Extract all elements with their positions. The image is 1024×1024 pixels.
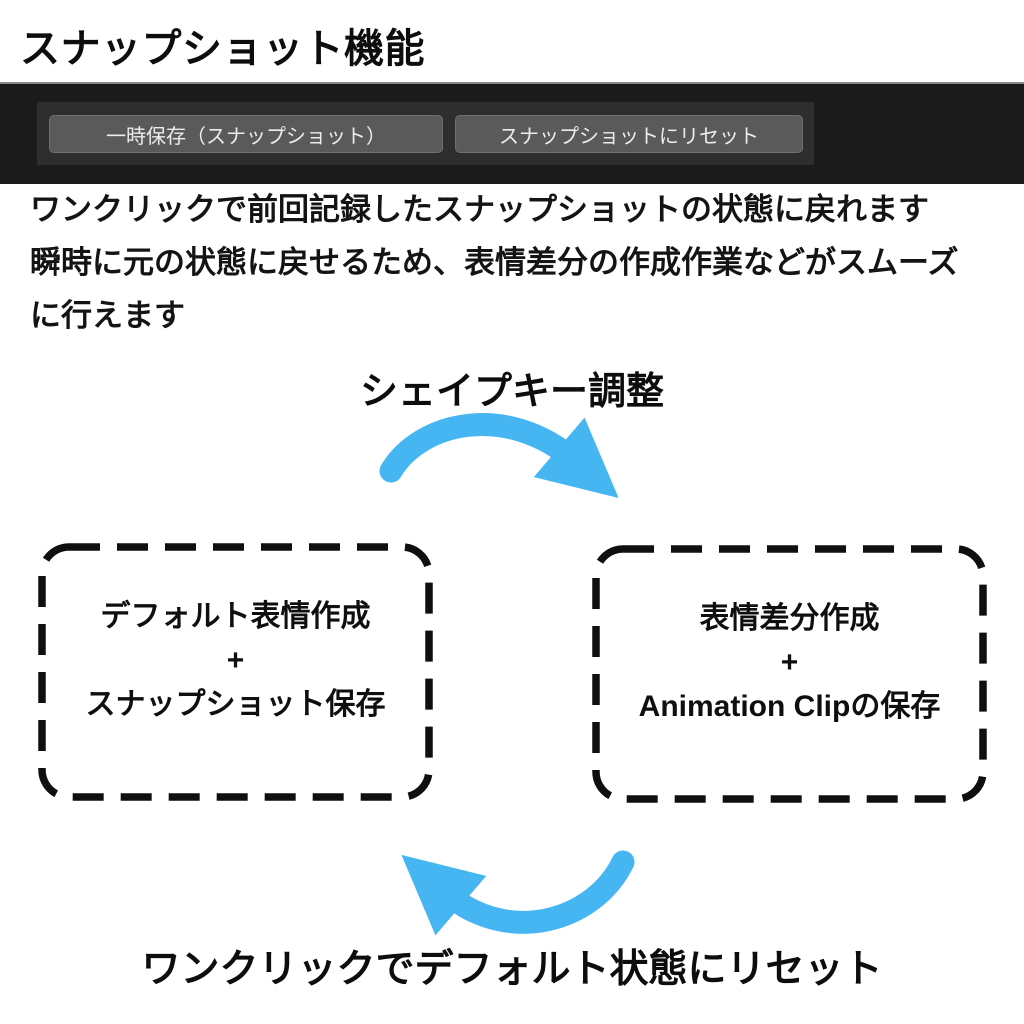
box-line: スナップショット保存 xyxy=(85,688,386,721)
diagram-bottom-label: ワンクリックでデフォルト状態にリセット xyxy=(141,948,883,991)
default-expression-box: デフォルト表情作成 + スナップショット保存 xyxy=(38,543,433,801)
cycle-arrow-left-icon xyxy=(401,850,635,936)
page-title: スナップショット機能 xyxy=(20,27,425,71)
diagram-top-label: シェイプキー調整 xyxy=(359,371,664,413)
plus-sign: + xyxy=(226,644,245,677)
snapshot-reset-button[interactable]: スナップショットにリセット xyxy=(455,115,803,153)
description-line: ワンクリックで前回記録したスナップショットの状態に戻れます xyxy=(30,192,929,227)
box-line: デフォルト表情作成 xyxy=(100,600,371,633)
plus-sign: + xyxy=(780,646,799,679)
default-expression-box-text: デフォルト表情作成 + スナップショット保存 xyxy=(38,543,433,801)
description-paragraph: ワンクリックで前回記録したスナップショットの状態に戻れます 瞬時に元の状態に戻せ… xyxy=(30,183,1010,342)
expression-variant-box: 表情差分作成 + Animation Clipの保存 xyxy=(592,545,987,803)
dashed-frame xyxy=(592,545,987,803)
box-line: 表情差分作成 xyxy=(699,602,880,635)
snapshot-save-button[interactable]: 一時保存（スナップショット） xyxy=(49,115,443,153)
box-line: Animation Clipの保存 xyxy=(638,690,941,723)
cycle-arrow-right-icon xyxy=(379,413,619,499)
description-line: に行えます xyxy=(30,298,185,333)
description-line: 瞬時に元の状態に戻せるため、表情差分の作成作業などがスムーズ xyxy=(30,245,959,280)
dashed-frame xyxy=(38,543,433,801)
expression-variant-box-text: 表情差分作成 + Animation Clipの保存 xyxy=(592,545,987,803)
